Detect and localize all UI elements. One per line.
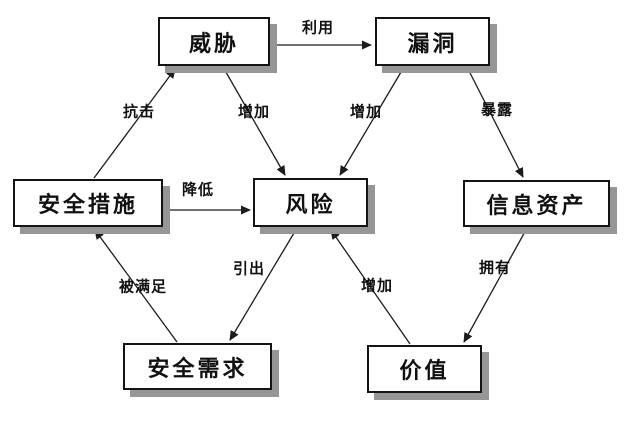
edge-safeguards-threat <box>93 68 176 179</box>
node-requirements-label: 安全需求 <box>147 356 248 382</box>
node-safeguards-label: 安全措施 <box>37 193 138 218</box>
edge-assets-value <box>463 227 528 343</box>
edge-label-own: 拥有 <box>478 258 512 277</box>
edge-label-leadout: 引出 <box>232 259 266 278</box>
edge-vulnerability-risk <box>339 66 405 176</box>
node-value-label: 价值 <box>399 359 450 384</box>
node-assets-label: 信息资产 <box>486 193 587 219</box>
edge-value-risk <box>330 229 411 345</box>
node-vulnerability-label: 漏洞 <box>407 31 458 57</box>
edge-risk-requirements <box>229 227 298 341</box>
edge-label-exploit: 利用 <box>301 18 335 37</box>
edge-threat-risk <box>222 66 286 176</box>
edge-label-increase-3: 增加 <box>360 276 394 295</box>
edge-vulnerability-assets <box>466 66 524 178</box>
edge-label-increase-1: 增加 <box>237 102 271 121</box>
edge-label-reduce: 降低 <box>181 180 215 199</box>
node-threat-label: 威胁 <box>188 31 239 57</box>
node-threat: 威胁 <box>158 17 270 66</box>
node-risk: 风险 <box>253 178 368 227</box>
node-safeguards: 安全措施 <box>13 179 163 227</box>
edge-label-expose: 暴露 <box>480 100 514 119</box>
edge-label-satisfied: 被满足 <box>118 277 168 296</box>
node-vulnerability: 漏洞 <box>375 17 490 66</box>
node-risk-label: 风险 <box>285 192 336 218</box>
node-value: 价值 <box>367 345 482 393</box>
edge-label-increase-2: 增加 <box>349 102 383 121</box>
edge-label-resist: 抗击 <box>122 102 156 121</box>
node-requirements: 安全需求 <box>123 343 272 390</box>
edge-requirements-safeguards <box>94 229 178 343</box>
node-assets: 信息资产 <box>463 180 610 227</box>
